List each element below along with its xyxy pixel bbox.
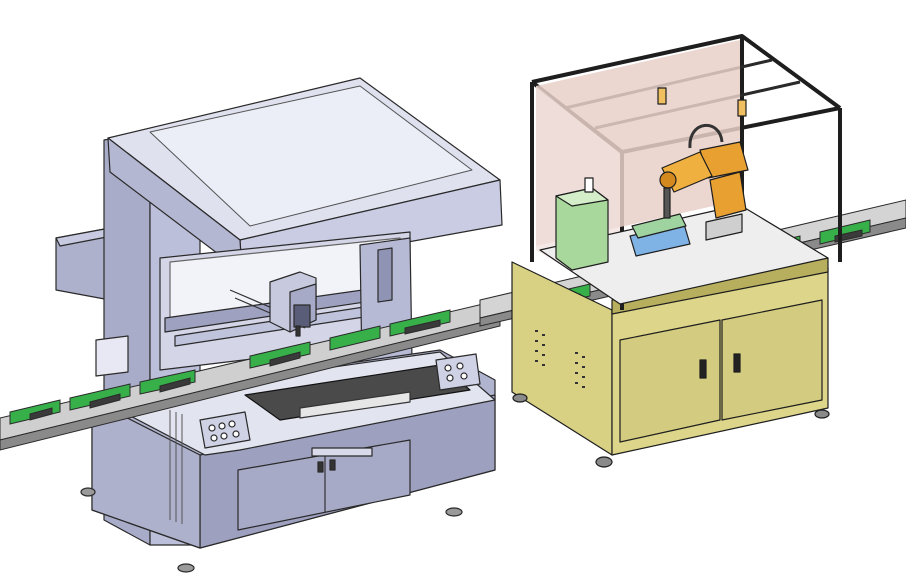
right-machine — [511, 34, 842, 468]
pcb-tray — [329, 325, 381, 351]
pcb-tray — [9, 399, 61, 425]
pcb-tray — [819, 219, 871, 245]
green-tank — [555, 177, 609, 271]
right-control-panel-icon — [435, 353, 481, 391]
left-control-panel-icon — [199, 411, 251, 449]
left-machine-feet — [80, 487, 463, 573]
blue-fixture — [629, 213, 691, 257]
right-cabinet-door-left — [619, 319, 721, 443]
pcb-tray — [249, 341, 311, 369]
right-machine-wheels — [512, 393, 830, 468]
dispensing-head — [269, 271, 317, 337]
robot-arm-icon — [659, 141, 749, 241]
pcb-tray — [69, 383, 131, 411]
right-cabinet-door-right — [721, 299, 823, 421]
pcb-tray — [139, 369, 196, 395]
